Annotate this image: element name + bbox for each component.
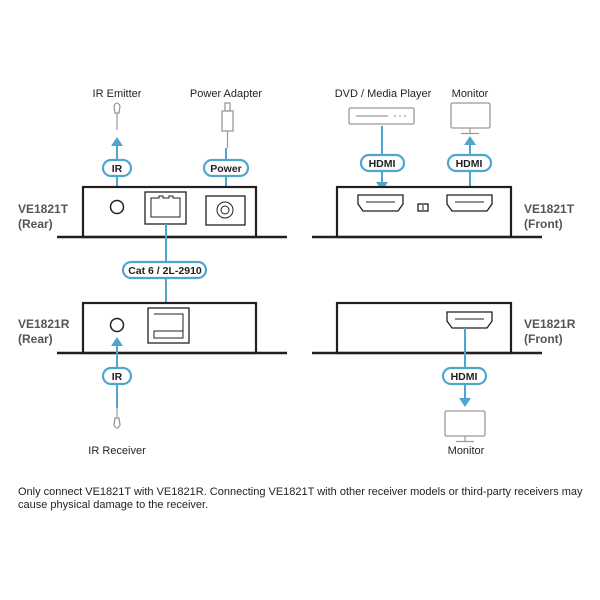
ir-receiver-label: IR Receiver (88, 445, 146, 457)
power-pill-text: Power (210, 163, 242, 175)
hdmi-rx-pill (441, 366, 488, 386)
dvd-player-label: DVD / Media Player (335, 88, 432, 100)
ir-top-pill (101, 158, 133, 178)
ir-bottom-pill (101, 366, 133, 386)
rx-front-name: VE1821R (524, 317, 576, 331)
dip-switch-icon (417, 203, 429, 212)
hdmi-in-pill (359, 153, 406, 173)
rj45-port-icon (144, 191, 187, 225)
power-jack-icon (205, 195, 246, 226)
monitor-icon (444, 410, 486, 443)
tx-rear-side: (Rear) (18, 217, 53, 231)
ir-top-pill-text: IR (112, 163, 123, 175)
monitor-icon (450, 102, 491, 135)
hdmi-input-port-icon (357, 194, 404, 212)
cable-pill-text: Cat 6 / 2L-2910 (128, 265, 202, 277)
dvd-player-icon (348, 107, 415, 125)
arrow-up-icon (464, 136, 476, 145)
hdmi-output-port-icon (446, 311, 493, 329)
monitor-bottom-label: Monitor (448, 445, 485, 457)
warning-note: Only connect VE1821T with VE1821R. Conne… (18, 486, 583, 511)
ir-jack-icon (109, 317, 125, 333)
tx-front-name: VE1821T (524, 202, 575, 216)
rx-front-side: (Front) (524, 332, 563, 346)
hdmi-in-pill-text: HDMI (369, 158, 396, 170)
hdmi-rx-pill-text: HDMI (451, 371, 478, 383)
arrow-up-icon (111, 137, 123, 146)
rj45-port-icon (147, 307, 190, 344)
monitor-top-label: Monitor (452, 88, 489, 100)
ir-emitter-label: IR Emitter (93, 88, 142, 100)
power-adapter-icon (221, 102, 234, 148)
ir-bottom-pill-text: IR (112, 371, 123, 383)
rx-rear-name: VE1821R (18, 317, 70, 331)
ir-jack-icon (109, 199, 125, 215)
power-pill (202, 158, 250, 178)
rx-rear-side: (Rear) (18, 332, 53, 346)
arrow-down-icon (459, 398, 471, 407)
ir-emitter-icon (113, 102, 121, 130)
tx-front-side: (Front) (524, 217, 563, 231)
hdmi-out-pill-text: HDMI (456, 158, 483, 170)
hdmi-output-port-icon (446, 194, 493, 212)
cable-pill (121, 260, 208, 280)
tx-rear-name: VE1821T (18, 202, 69, 216)
arrow-up-icon (111, 337, 123, 346)
power-adapter-label: Power Adapter (190, 88, 262, 100)
hdmi-out-pill (446, 153, 493, 173)
ir-receiver-icon (113, 408, 121, 429)
